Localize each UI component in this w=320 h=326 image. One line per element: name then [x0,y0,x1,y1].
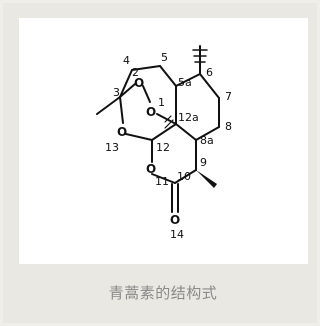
atom-o14: O [170,213,180,227]
num-5: 5 [161,51,168,64]
methyl-9-wedge [196,170,217,188]
num-11: 11 [155,175,169,188]
atom-o1: O [146,105,156,119]
position-numbers: 1 2 3 4 5 5a 6 7 8 8a 9 10 11 12 12a 13 … [105,51,232,241]
num-13: 13 [105,141,119,154]
bond-3-4 [119,69,133,98]
bond-8-8a [195,126,220,141]
num-1: 1 [158,96,165,109]
image-card: O O O O O 1 2 3 4 5 5a 6 7 8 8a 9 10 11 [3,3,317,323]
structure-figure: O O O O O 1 2 3 4 5 5a 6 7 8 8a 9 10 11 [19,18,308,264]
num-10: 10 [177,170,191,183]
bond-3-methyl [96,96,121,115]
bond-1-12a [156,113,177,125]
oxygen-atoms: O O O O O [117,76,180,227]
bond-4-5 [131,65,161,71]
atom-o13: O [117,125,127,139]
bond-8a-12a [175,123,197,141]
num-14: 14 [170,228,184,241]
bond-5-5a [159,65,177,87]
num-5a: 5a [178,76,192,89]
bond-5a-6 [175,73,201,87]
num-2: 2 [132,66,139,79]
num-6: 6 [206,66,213,79]
atom-o11: O [146,162,156,176]
bond-2-1 [142,85,151,103]
bond-13-3 [119,96,124,124]
num-9: 9 [200,156,207,169]
hash-12a-b [164,119,174,129]
num-3: 3 [113,86,120,99]
num-8: 8 [225,120,232,133]
num-4: 4 [123,54,130,67]
bond-3-2 [119,83,136,98]
bonds [96,45,220,213]
atom-o2: O [134,76,144,90]
num-12a: 12a [178,111,199,124]
bond-9-10 [174,169,197,184]
figure-caption: 青蒿素的结构式 [108,284,218,302]
artemisinin-structure: O O O O O 1 2 3 4 5 5a 6 7 8 8a 9 10 11 [96,45,232,241]
bond-12-13 [125,133,153,141]
bond-10-11 [151,173,176,184]
bond-12-12a [151,123,177,141]
num-8a: 8a [200,134,214,147]
bond-6-7 [199,73,220,99]
num-12: 12 [156,141,170,154]
num-7: 7 [225,90,232,103]
hash-12a-a [164,115,172,123]
